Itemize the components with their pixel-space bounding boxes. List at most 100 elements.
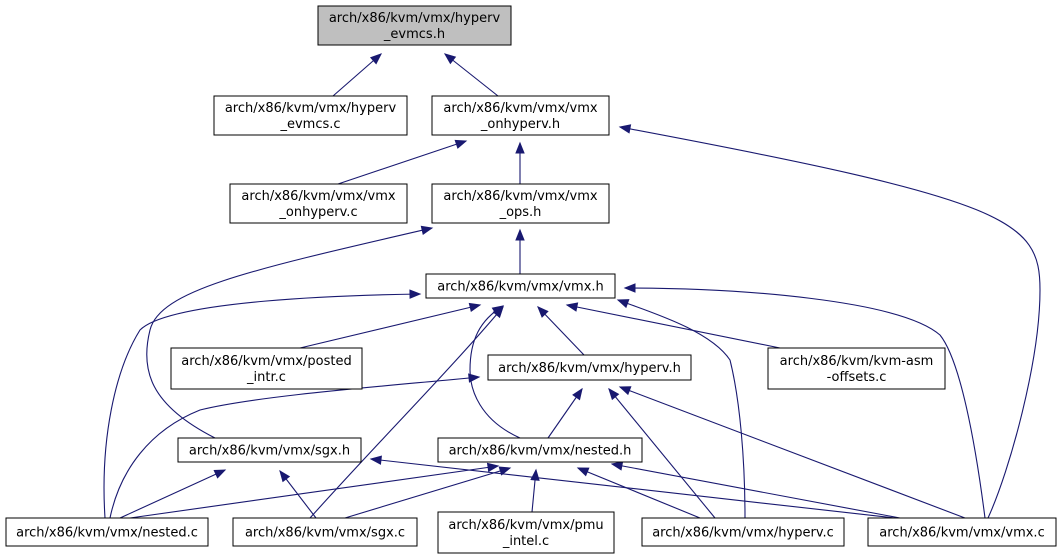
arrow-head — [213, 469, 227, 479]
edge-vmx_onhyperv_c-to-vmx_onhyperv_h — [337, 139, 468, 185]
edge-line — [566, 304, 781, 349]
node-label-line: _intr.c — [246, 370, 286, 385]
arrow-head — [443, 53, 457, 65]
node-kvm-asm-offsets-c[interactable]: arch/x86/kvm/kvm-asm-offsets.c — [767, 347, 946, 390]
edge-hyperv_c-to-hyperv_h — [608, 387, 716, 519]
node-box — [213, 95, 408, 136]
node-vmx-onhyperv-c[interactable]: arch/x86/kvm/vmx/vmx_onhyperv.c — [229, 183, 408, 224]
edge-sgx_h-to-vmx_ops_h — [146, 225, 434, 439]
node-label-line: arch/x86/kvm/vmx/hyperv.h — [498, 361, 681, 376]
arrow-head — [468, 373, 481, 383]
arrow-head — [576, 467, 590, 477]
edge-vmx_c-to-nested_h — [610, 461, 901, 519]
arrow-head — [608, 387, 620, 401]
node-label-line: _evmcs.h — [383, 27, 445, 42]
edge-vmx_c-to-vmx_h — [623, 283, 986, 519]
arrow-head — [610, 461, 624, 471]
node-label-line: _onhyperv.h — [480, 117, 560, 132]
node-label-line: arch/x86/kvm/vmx/vmx — [443, 101, 597, 116]
node-vmx-h[interactable]: arch/x86/kvm/vmx/vmx.h — [425, 273, 616, 299]
node-label-line: arch/x86/kvm/vmx/vmx — [241, 189, 395, 204]
node-sgx-h[interactable]: arch/x86/kvm/vmx/sgx.h — [177, 437, 362, 463]
node-label-line: arch/x86/kvm/vmx/pmu — [448, 518, 603, 533]
arrow-head — [537, 306, 549, 318]
node-nested-c[interactable]: arch/x86/kvm/vmx/nested.c — [5, 517, 209, 547]
node-label-line: _ops.h — [499, 205, 542, 220]
edge-vmx_c-to-sgx_h — [369, 455, 896, 519]
node-label-line: _intel.c — [502, 534, 549, 549]
node-pmu-intel-c[interactable]: arch/x86/kvm/vmx/pmu_intel.c — [437, 511, 615, 554]
arrow-head — [420, 225, 434, 235]
edge-line — [109, 376, 480, 519]
edge-line — [624, 287, 986, 519]
node-box — [317, 5, 512, 46]
edge-line — [129, 465, 499, 519]
edge-hyperv_evmcs_c-to-hyperv_evmcs_h — [332, 53, 383, 97]
edge-nested_c-to-sgx_h — [119, 469, 227, 519]
node-label-line: arch/x86/kvm/vmx/hyperv — [329, 11, 501, 26]
node-box — [170, 347, 363, 390]
edge-vmx_ops_h-to-vmx_onhyperv_h — [515, 141, 525, 184]
edge-nested_c-to-nested_h — [129, 462, 500, 519]
node-label-line: arch/x86/kvm/vmx/posted — [181, 354, 351, 369]
edge-line — [103, 293, 421, 519]
graph-edges — [103, 53, 1041, 519]
edge-hyperv_c-to-vmx_h — [616, 299, 746, 519]
node-label-line: arch/x86/kvm/vmx/sgx.h — [189, 444, 350, 459]
node-label-line: arch/x86/kvm/vmx/nested.h — [449, 444, 632, 459]
node-sgx-c[interactable]: arch/x86/kvm/vmx/sgx.c — [232, 517, 418, 547]
edge-line — [299, 304, 481, 349]
arrow-head — [616, 299, 630, 309]
edge-posted_intr_c-to-vmx_h — [299, 302, 482, 349]
node-nested-h[interactable]: arch/x86/kvm/vmx/nested.h — [437, 437, 643, 463]
edge-line — [608, 388, 716, 519]
node-box — [5, 517, 209, 547]
node-box — [437, 437, 643, 463]
node-vmx-c[interactable]: arch/x86/kvm/vmx/vmx.c — [867, 517, 1057, 547]
arrow-head — [492, 305, 504, 319]
arrow-head — [498, 466, 512, 476]
edge-line — [444, 53, 499, 97]
edge-line — [146, 227, 433, 439]
node-box — [177, 437, 362, 463]
node-box — [425, 273, 616, 299]
arrow-head — [572, 387, 583, 401]
node-vmx-ops-h[interactable]: arch/x86/kvm/vmx/vmx_ops.h — [431, 183, 610, 224]
node-hyperv-h[interactable]: arch/x86/kvm/vmx/hyperv.h — [487, 354, 692, 381]
edge-vmx_h-to-vmx_ops_h — [515, 228, 525, 274]
arrow-head — [618, 386, 632, 396]
edge-line — [469, 305, 521, 439]
arrow-head — [468, 302, 482, 313]
node-label-line: arch/x86/kvm/kvm-asm — [780, 354, 934, 369]
edge-line — [619, 126, 1041, 519]
edge-vmx_onhyperv_h-to-hyperv_evmcs_h — [443, 53, 499, 97]
node-hyperv-evmcs-h[interactable]: arch/x86/kvm/vmx/hyperv_evmcs.h — [317, 5, 512, 46]
edge-line — [617, 299, 746, 519]
node-label-line: arch/x86/kvm/vmx/vmx.h — [437, 280, 604, 295]
arrow-head — [454, 139, 468, 149]
node-box — [437, 511, 615, 554]
node-posted-intr-c[interactable]: arch/x86/kvm/vmx/posted_intr.c — [170, 347, 363, 390]
node-label-line: arch/x86/kvm/vmx/vmx.c — [879, 526, 1044, 541]
node-hyperv-c[interactable]: arch/x86/kvm/vmx/hyperv.c — [641, 517, 845, 547]
node-box — [232, 517, 418, 547]
node-box — [431, 95, 610, 136]
edge-line — [344, 467, 511, 519]
graph-nodes: arch/x86/kvm/vmx/hyperv_evmcs.harch/x86/… — [5, 5, 1057, 554]
edge-line — [370, 458, 896, 519]
node-vmx-onhyperv-h[interactable]: arch/x86/kvm/vmx/vmx_onhyperv.h — [431, 95, 610, 136]
node-label-line: arch/x86/kvm/vmx/nested.c — [16, 526, 198, 541]
node-box — [487, 354, 692, 381]
node-label-line: arch/x86/kvm/vmx/hyperv — [225, 101, 397, 116]
arrow-head — [623, 283, 636, 293]
edge-nested_c-to-vmx_h — [103, 289, 422, 519]
node-label-line: -offsets.c — [827, 370, 887, 385]
edge-line — [619, 386, 966, 519]
arrow-head — [565, 302, 579, 312]
edge-hyperv_c-to-nested_h — [576, 467, 701, 519]
edge-line — [337, 140, 467, 185]
arrow-head — [279, 469, 291, 483]
arrow-head — [409, 289, 422, 299]
node-hyperv-evmcs-c[interactable]: arch/x86/kvm/vmx/hyperv_evmcs.c — [213, 95, 408, 136]
